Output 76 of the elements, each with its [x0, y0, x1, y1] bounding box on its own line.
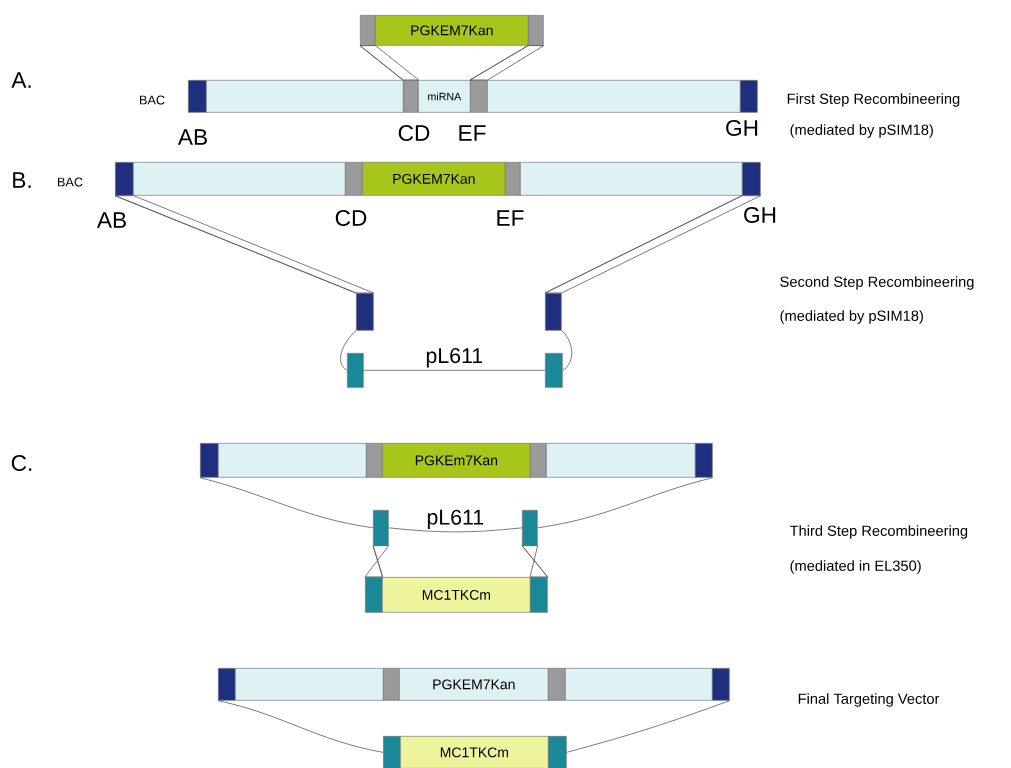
dna-segment	[712, 668, 730, 701]
text-label: BAC	[140, 95, 165, 105]
dna-segment	[365, 577, 383, 613]
text-label: AB	[96, 212, 126, 228]
connector-line	[199, 477, 374, 529]
dna-segment	[383, 736, 401, 768]
gene-segment: PGKEM7Kan	[375, 15, 529, 46]
dna-segment	[530, 443, 547, 478]
connector-line	[521, 545, 549, 578]
dna-segment	[530, 577, 548, 613]
text-label: A.	[11, 72, 31, 88]
dna-segment	[548, 736, 567, 768]
text-label: Third Step Recombineering	[789, 525, 968, 539]
dna-segment	[218, 668, 236, 701]
text-label: (mediated by pSIM18)	[790, 124, 933, 138]
dna-segment	[505, 162, 521, 196]
dna-segment	[347, 353, 364, 388]
gene-segment: MC1TKCm	[382, 577, 531, 613]
dna-segment	[520, 162, 743, 196]
dna-segment	[742, 162, 761, 196]
dna-segment	[115, 162, 134, 196]
text-label: AB	[177, 129, 207, 145]
dna-segment	[695, 443, 713, 478]
text-label: B.	[13, 172, 31, 188]
text-label: Final Targeting Vector	[798, 693, 940, 707]
text-label: EF	[459, 125, 486, 141]
connector-line	[217, 700, 384, 753]
gene-segment: PGKEM7Kan	[399, 668, 549, 701]
dna-segment	[366, 443, 383, 478]
dna-segment	[200, 443, 219, 478]
gene-segment: MC1TKCm	[400, 736, 549, 768]
dna-segment	[373, 510, 389, 546]
text-label: (mediated in EL350)	[790, 560, 921, 574]
gene-segment: PGKEM7Kan	[362, 162, 506, 196]
connector-line	[388, 527, 523, 533]
dna-segment	[470, 80, 488, 113]
connector-line	[114, 195, 375, 294]
dna-segment	[403, 80, 419, 113]
dna-segment	[383, 668, 400, 701]
dna-segment	[356, 293, 374, 331]
connector-line	[364, 545, 390, 578]
gene-segment: miRNA	[418, 80, 471, 113]
dna-segment	[522, 510, 538, 546]
text-label: First Step Recombineering	[787, 93, 960, 107]
dna-segment	[740, 80, 758, 113]
dna-segment	[345, 162, 363, 196]
dna-segment	[188, 80, 207, 113]
dna-segment	[528, 15, 544, 46]
dna-segment	[360, 15, 376, 46]
text-label: C.	[11, 454, 32, 472]
text-label: GH	[726, 119, 758, 137]
dna-segment	[546, 443, 696, 478]
gene-segment: PGKEm7Kan	[382, 443, 531, 478]
text-label: EF	[497, 210, 524, 226]
dna-segment	[565, 668, 713, 701]
text-label: CD	[335, 209, 367, 227]
text-label: BAC	[58, 177, 83, 187]
dna-segment	[218, 443, 367, 478]
dna-segment	[133, 162, 346, 196]
text-label: (mediated by pSIM18)	[780, 310, 923, 324]
edge-label: pL611	[425, 508, 486, 531]
dna-segment	[548, 668, 566, 701]
dna-segment	[206, 80, 404, 113]
text-label: GH	[744, 206, 776, 224]
dna-segment	[545, 293, 562, 331]
connector-line	[363, 369, 546, 371]
connector-line	[561, 330, 573, 371]
connector-line	[537, 477, 714, 529]
text-label: CD	[398, 124, 430, 142]
connector-line	[566, 700, 731, 753]
edge-label: pL611	[424, 346, 485, 369]
dna-segment	[545, 353, 563, 388]
dna-segment	[235, 668, 384, 701]
text-label: Second Step Recombineering	[780, 276, 974, 290]
connector-line	[340, 330, 357, 371]
dna-segment	[487, 80, 741, 113]
